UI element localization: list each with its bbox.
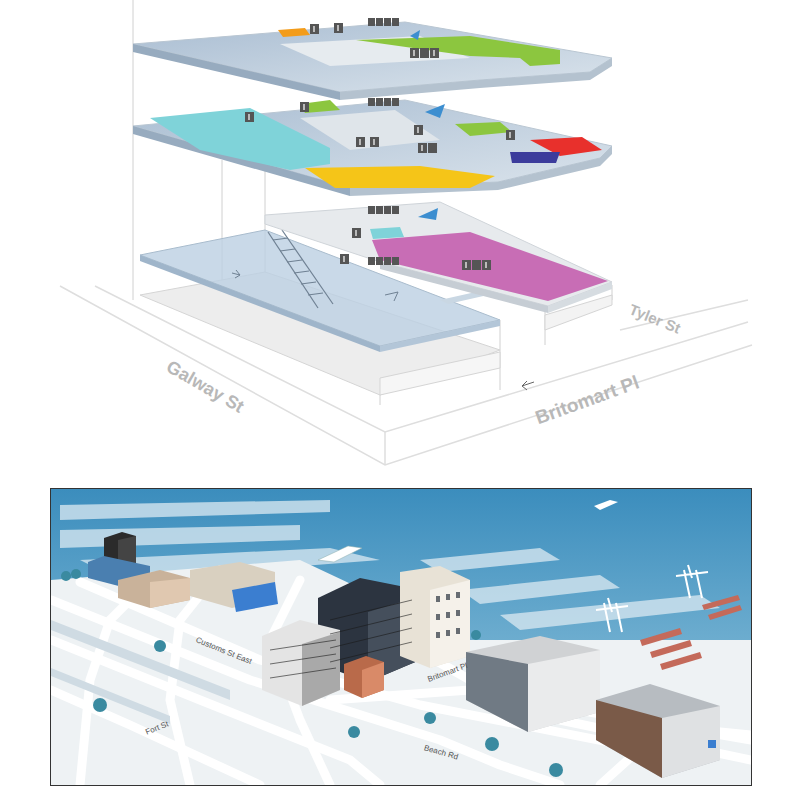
street-name: Tyler St [627, 301, 683, 335]
street-name: Britomart Pl [533, 372, 642, 427]
